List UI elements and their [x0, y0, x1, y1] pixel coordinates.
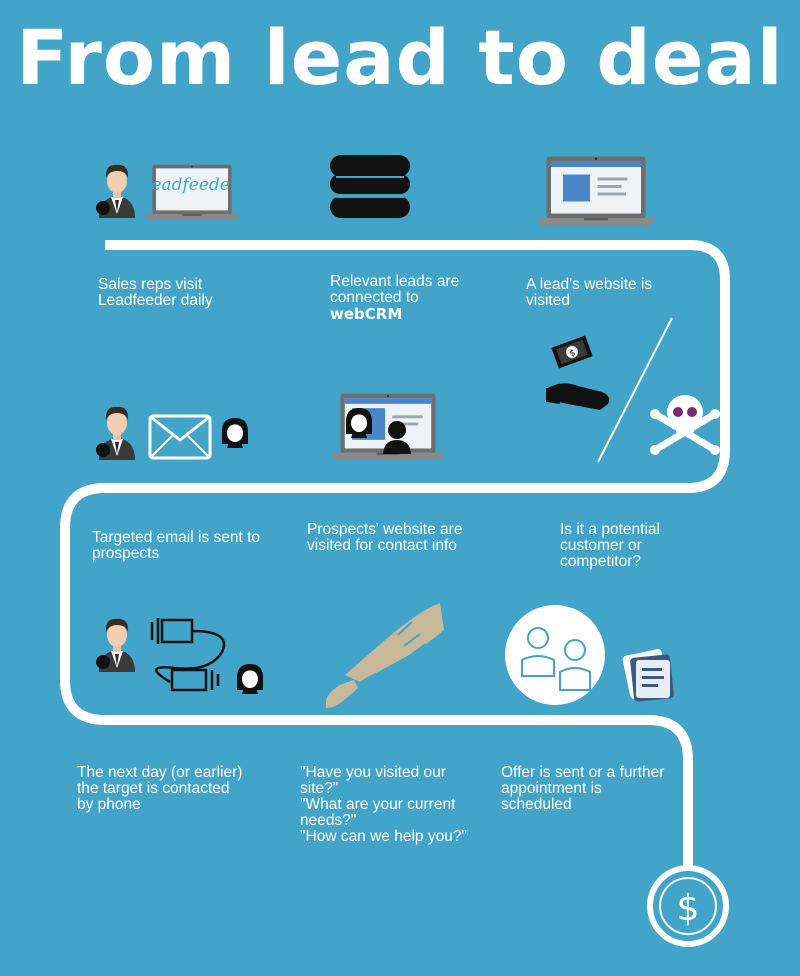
- meeting-icon: [505, 605, 605, 705]
- step-label-7: The next day (or earlier) the target is …: [77, 764, 243, 813]
- step-label-2: Relevant leads are connected to webCRM: [330, 273, 460, 323]
- woman-icon: [345, 408, 373, 438]
- person-icon: [96, 406, 135, 460]
- phone-cable-icon: [150, 618, 226, 692]
- svg-text:$: $: [568, 348, 577, 359]
- person-icon: [96, 618, 135, 672]
- step-label-5: Prospects' website are visited for conta…: [307, 521, 463, 554]
- skull-icon: [650, 395, 720, 455]
- handshake-icon: [326, 603, 444, 708]
- money-hand-icon: $: [546, 335, 610, 410]
- page-title: From lead to deal: [16, 13, 784, 102]
- step-label-4: Targeted email is sent to prospects: [92, 529, 261, 562]
- step-label-1: Sales reps visit Leadfeeder daily: [98, 276, 213, 309]
- logo-text: leadfeeder: [146, 175, 239, 195]
- website-laptop-icon: [536, 156, 656, 226]
- webcrm-brand: webCRM: [330, 305, 403, 323]
- woman-icon: [221, 418, 249, 448]
- svg-text:$: $: [677, 888, 700, 929]
- step-label-8: "Have you visited our site?" "What are y…: [300, 764, 467, 845]
- person-icon: [96, 164, 135, 218]
- dollar-icon: $: [647, 865, 729, 947]
- database-icon: [330, 155, 410, 218]
- man-silhouette-icon: [383, 421, 411, 454]
- envelope-icon: [148, 414, 212, 460]
- document-icon: [622, 649, 674, 702]
- step-label-3: A lead's website is visited: [526, 276, 653, 309]
- flow-path: [60, 240, 730, 870]
- woman-icon: [236, 664, 264, 694]
- step-label-6: Is it a potential customer or competitor…: [560, 521, 660, 570]
- step-label-9: Offer is sent or a further appointment i…: [501, 764, 665, 813]
- divider-line: [597, 317, 673, 463]
